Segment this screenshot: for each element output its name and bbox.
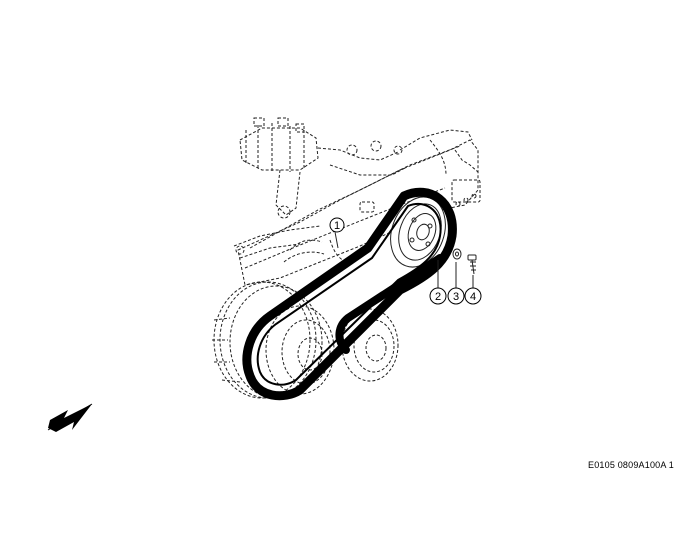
drive-belt — [242, 187, 457, 401]
callout-2-label: 2 — [435, 291, 441, 303]
callout-2: 2 — [429, 287, 447, 305]
crank-pulley — [390, 196, 446, 268]
engine-frame — [233, 117, 481, 286]
callout-4: 4 — [464, 287, 482, 305]
callout-4-label: 4 — [470, 291, 476, 303]
washer — [452, 248, 462, 260]
bolt — [467, 254, 477, 275]
callout-1: 1 — [329, 217, 345, 233]
callout-1-label: 1 — [334, 220, 340, 232]
direction-arrow-icon — [47, 403, 93, 432]
leader-lines — [334, 231, 474, 288]
callout-3-label: 3 — [453, 291, 459, 303]
large-pulley — [212, 281, 335, 399]
callout-3: 3 — [447, 287, 465, 305]
drawing-code: E0105 0809A100A 1 — [588, 460, 674, 470]
